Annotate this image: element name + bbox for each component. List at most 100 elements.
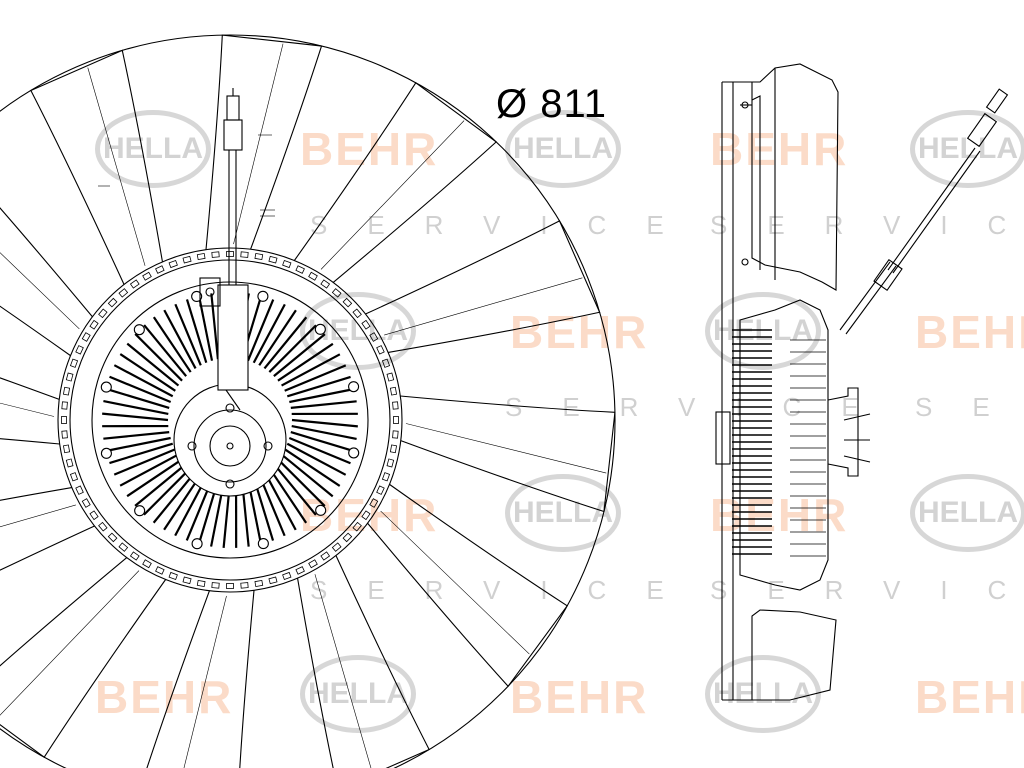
cooling-fin (246, 299, 275, 362)
ring-tooth (98, 521, 108, 532)
ring-tooth (89, 510, 99, 521)
bolt (315, 504, 327, 516)
blade-rib (0, 570, 140, 716)
hub-center (226, 442, 234, 450)
cooling-fin (291, 424, 357, 440)
ring-tooth (361, 510, 371, 521)
fan-blade (293, 82, 498, 283)
cooling-fin (113, 448, 176, 476)
cooling-fin (126, 458, 183, 498)
ring-tooth (62, 386, 71, 396)
cooling-fin (286, 375, 351, 398)
mounting-bolts (100, 290, 360, 550)
fan-side-view (715, 63, 1009, 701)
ring-tooth (118, 288, 129, 298)
cooling-fin (268, 467, 308, 524)
ring-tooth (61, 401, 68, 410)
cooling-fin (119, 453, 179, 487)
ring-tooth (142, 559, 152, 569)
cooling-fin (143, 324, 188, 377)
cooling-fin (109, 375, 172, 404)
ring-tooth (389, 386, 398, 396)
ring-tooth (142, 271, 152, 281)
ring-tooth (69, 472, 79, 482)
cooling-fin (284, 448, 341, 487)
cooling-fin (102, 412, 169, 422)
ring-tooth (89, 319, 99, 330)
fan-blade (205, 34, 323, 250)
ring-tooth (61, 416, 67, 424)
bolt (134, 505, 146, 517)
cooling-fin (163, 309, 197, 369)
ring-tooth (81, 332, 91, 342)
cooling-fin (290, 431, 355, 453)
hub-inner (209, 425, 251, 467)
cooling-fin (252, 303, 286, 364)
hub-nose (715, 411, 731, 465)
ring-tooth (308, 559, 318, 569)
hub-holes (187, 403, 273, 489)
ring-tooth (295, 265, 305, 274)
cooling-fin (174, 303, 202, 366)
mounting-flange (827, 387, 859, 477)
cooling-fin (126, 342, 180, 387)
bolt (191, 538, 203, 550)
blade-rib (320, 120, 465, 270)
ring-tooth (129, 551, 140, 561)
ring-tooth (62, 444, 71, 454)
fan-blade (0, 557, 167, 758)
ring-tooth (196, 579, 206, 588)
fan-blade (400, 395, 616, 513)
ring-tooth (196, 252, 206, 261)
blade-rib (0, 402, 55, 417)
bolt (191, 290, 203, 302)
cooling-fin (103, 400, 169, 416)
ring-tooth (376, 485, 385, 495)
fan-blade (0, 377, 60, 445)
ring-tooth (211, 251, 220, 258)
ring-tooth (226, 251, 234, 257)
side-sensor-cable (839, 88, 1009, 335)
cooling-fin (277, 342, 334, 382)
ring-tooth (392, 430, 399, 439)
cooling-fin (185, 299, 208, 364)
ring-tooth (282, 571, 292, 581)
ring-tooth (168, 259, 178, 269)
bolt (133, 324, 145, 336)
cooling-fin (277, 458, 326, 507)
upper-blade-profile (733, 63, 839, 291)
ring-tooth (369, 332, 379, 342)
fan-blade (297, 555, 430, 768)
ring-tooth (118, 542, 129, 552)
fan-front-view (0, 34, 616, 768)
ring-tooth (308, 271, 318, 281)
ring-tooth (268, 255, 278, 264)
ring-tooth (389, 444, 398, 454)
ring-tooth (361, 319, 371, 330)
ring-tooth (129, 279, 140, 289)
ring-tooth (182, 255, 192, 264)
blade-rib (0, 252, 80, 330)
ring-tooth (240, 251, 249, 258)
ring-tooth (331, 288, 342, 298)
fan-blade (0, 207, 93, 357)
cooling-fin (263, 316, 308, 370)
cooling-fin (119, 353, 176, 392)
cooling-fin (272, 463, 317, 516)
cooling-fin (268, 324, 317, 373)
bolt (100, 381, 112, 393)
ring-tooth (254, 252, 264, 261)
bolt (257, 538, 269, 550)
ring-tooth (381, 358, 391, 368)
blade-rib (405, 423, 607, 474)
cooling-fin (290, 400, 357, 409)
ring-tooth (320, 551, 331, 561)
lower-blade-profile (733, 609, 837, 701)
bolt (100, 447, 112, 459)
cooling-fin (284, 364, 347, 392)
bolt (257, 290, 269, 302)
fan-blade (365, 220, 601, 353)
clutch-body (739, 299, 829, 591)
ring-tooth (369, 498, 379, 508)
